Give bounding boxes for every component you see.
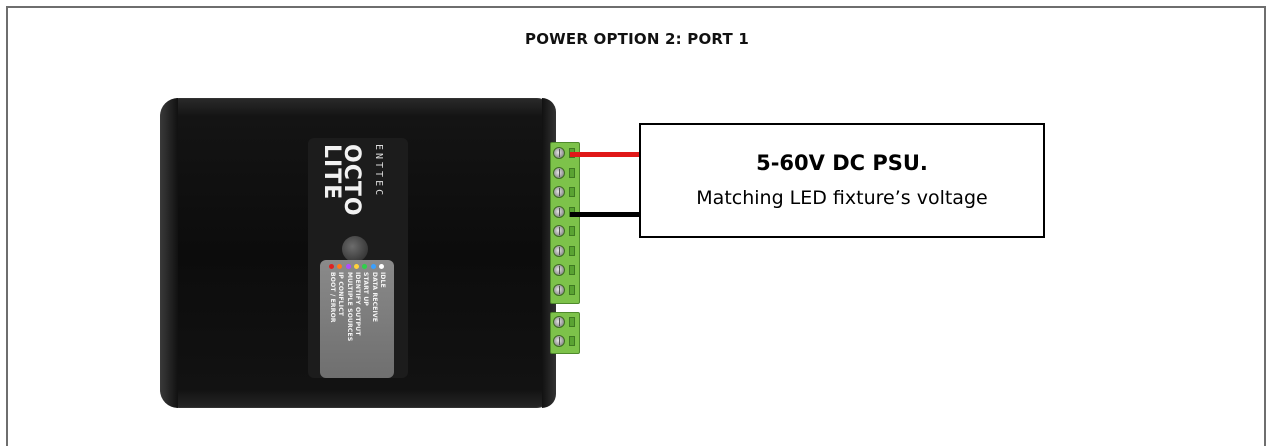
terminal-slot — [569, 187, 575, 197]
terminal-screw — [553, 205, 565, 218]
negative-wire — [570, 212, 640, 217]
terminal-screw — [553, 283, 565, 296]
psu-box: 5-60V DC PSU. Matching LED fixture’s vol… — [639, 123, 1045, 238]
status-dot — [353, 264, 359, 269]
status-dot — [329, 264, 334, 269]
brand-lite: LITE — [319, 144, 344, 201]
terminal-block-aux — [550, 312, 580, 354]
terminal-slot — [569, 167, 575, 178]
status-item-label: DATA RECEIVE — [370, 272, 378, 323]
terminal-slot — [569, 265, 575, 275]
status-item-label: START UP — [362, 272, 370, 306]
terminal-screw — [553, 225, 565, 237]
terminal-screw — [553, 264, 565, 276]
terminal-slot — [569, 226, 575, 236]
status-item-label: IP CONFLICT — [337, 272, 345, 317]
psu-subtitle: Matching LED fixture’s voltage — [696, 187, 988, 209]
diagram-frame — [6, 6, 1266, 446]
status-dots — [326, 264, 388, 272]
status-item-label: IDENTIFY OUTPUT — [353, 272, 361, 336]
device-button[interactable] — [342, 236, 368, 262]
terminal-screw — [553, 186, 565, 198]
status-dot — [362, 264, 368, 269]
status-dot — [345, 264, 351, 269]
positive-wire — [570, 152, 640, 157]
status-dot — [378, 264, 384, 269]
terminal-screw — [553, 316, 565, 328]
diagram-title: POWER OPTION 2: PORT 1 — [525, 30, 749, 48]
brand-logo: ENTTEC OCTO LITE — [319, 144, 386, 217]
terminal-slot — [569, 317, 575, 327]
status-item-label: BOOT / ERROR — [329, 272, 336, 323]
status-item-label: MULTIPLE SOURCES — [345, 272, 353, 342]
terminal-block-main — [550, 142, 580, 304]
terminal-screw — [553, 244, 565, 257]
psu-title: 5-60V DC PSU. — [756, 151, 928, 175]
brand-enttec: ENTTEC — [373, 144, 384, 199]
terminal-slot — [569, 336, 575, 346]
terminal-screw — [553, 335, 565, 347]
terminal-screw — [553, 147, 565, 159]
terminal-screw — [553, 166, 565, 179]
status-item-label: IDLE — [378, 272, 386, 288]
terminal-slot — [569, 245, 575, 256]
terminal-slot — [569, 284, 575, 295]
status-dot — [370, 264, 376, 269]
status-dot — [337, 264, 343, 269]
